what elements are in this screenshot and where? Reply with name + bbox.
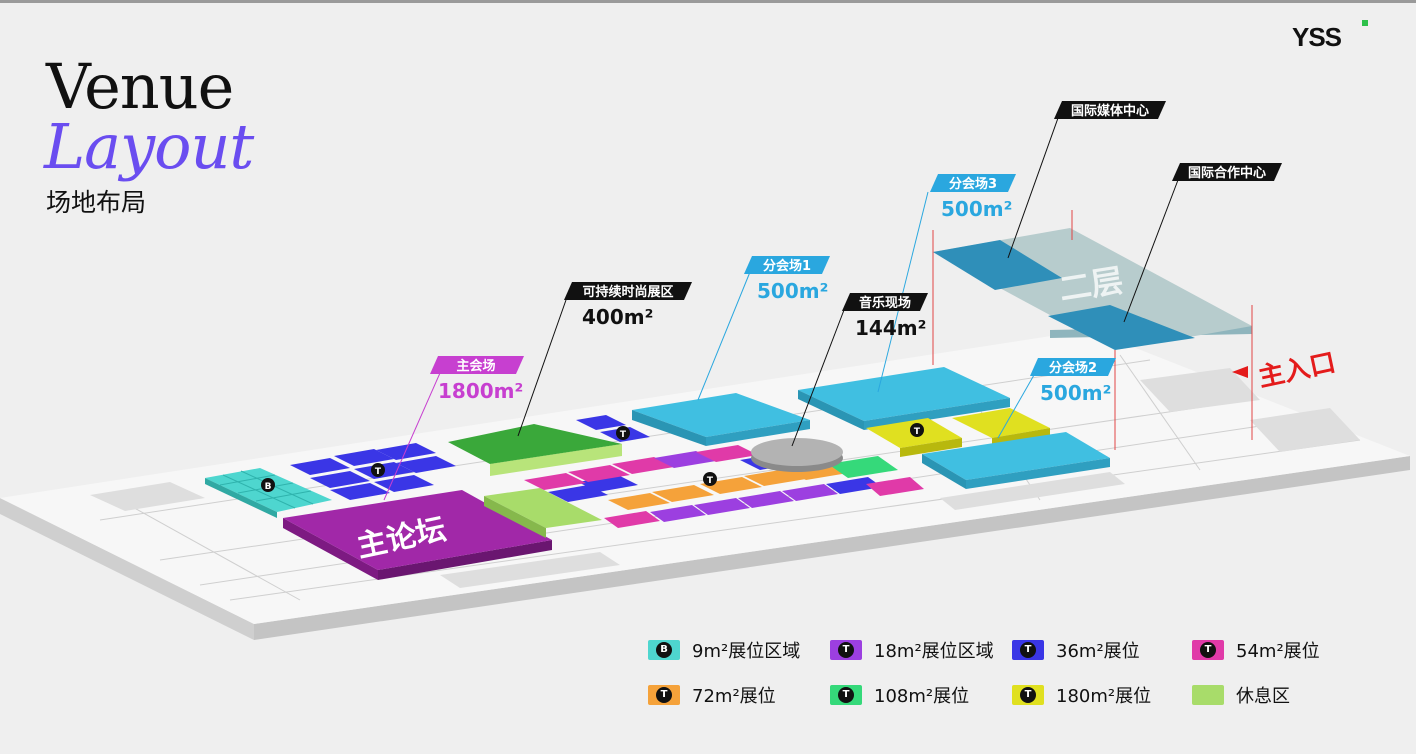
- callout-coop-name: 国际合作中心: [1188, 165, 1266, 181]
- sub-venue-1-front: [632, 410, 706, 446]
- legend-label: 9m²展位区域: [692, 641, 801, 662]
- legend-swatch: T: [1012, 640, 1044, 660]
- rest-area-main: [484, 488, 602, 528]
- callout-leaders: [383, 117, 1179, 501]
- legend-swatch: T: [1012, 685, 1044, 705]
- legend-swatch: B: [648, 640, 680, 660]
- svg-text:T: T: [707, 476, 714, 486]
- callout-music-area: 144m²: [855, 316, 926, 340]
- callout-coop: 国际合作中心: [1172, 163, 1282, 181]
- svg-text:T: T: [375, 467, 382, 477]
- callout-sub2-area: 500m²: [1040, 381, 1111, 405]
- callout-sub3-area: 500m²: [941, 197, 1012, 221]
- legend-item-18m2: T 18m²展位区域: [830, 638, 994, 662]
- second-floor-pillars: [932, 210, 1253, 450]
- main-stage-front: [378, 540, 552, 580]
- callout-main-forum-area: 1800m²: [438, 379, 523, 403]
- sub-venue-1: [632, 393, 810, 437]
- floor-slab-side: [0, 498, 254, 640]
- callout-sub1-area: 500m²: [757, 279, 828, 303]
- legend-label: 18m²展位区域: [874, 641, 994, 662]
- legend-label: 72m²展位: [692, 686, 776, 707]
- media-center-block: [933, 240, 1062, 290]
- entrance-arrow-icon: [1232, 366, 1248, 378]
- sub-venue-2: [922, 432, 1110, 480]
- callout-sub3-name: 分会场3: [949, 176, 997, 192]
- sub-venue-3-front: [864, 398, 1010, 430]
- legend-marker-icon: T: [1020, 687, 1036, 703]
- callout-music-name: 音乐现场: [859, 295, 911, 311]
- top-border: [0, 0, 1416, 3]
- legend-swatch: T: [830, 640, 862, 660]
- legend-marker-icon: T: [656, 687, 672, 703]
- legend-label: 108m²展位: [874, 686, 970, 707]
- svg-text:T: T: [620, 430, 627, 440]
- callout-sub1-name: 分会场1: [763, 258, 811, 274]
- fashion-zone: [448, 424, 622, 464]
- sub-venue-3-side: [798, 390, 864, 430]
- legend-marker-icon: T: [838, 687, 854, 703]
- map-markers: B T T T T: [261, 423, 924, 492]
- callout-fashion: 可持续时尚展区 400m²: [564, 282, 692, 329]
- booth-180m2-a-front: [900, 438, 962, 457]
- legend-marker-icon: T: [838, 642, 854, 658]
- legend-label: 36m²展位: [1056, 641, 1140, 662]
- callout-music: 音乐现场 144m²: [842, 293, 928, 340]
- booth-180m2-b: [952, 408, 1050, 438]
- legend: B 9m²展位区域 T 18m²展位区域 T 36m²展位 T 54m²展位 T…: [648, 636, 1348, 716]
- legend-label: 休息区: [1236, 686, 1290, 707]
- music-stage: [751, 438, 843, 466]
- legend-marker-icon: T: [1200, 642, 1216, 658]
- legend-swatch: T: [830, 685, 862, 705]
- legend-item-9m2: B 9m²展位区域: [648, 638, 800, 662]
- callout-sub3: 分会场3 500m²: [930, 174, 1016, 221]
- legend-swatch: T: [1192, 640, 1224, 660]
- yss-logo: YSS: [1292, 20, 1368, 52]
- coop-center-block: [1048, 305, 1195, 350]
- legend-label: 54m²展位: [1236, 641, 1320, 662]
- legend-label: 180m²展位: [1056, 686, 1152, 707]
- main-stage-side: [283, 518, 378, 580]
- callout-fashion-name: 可持续时尚展区: [582, 284, 673, 300]
- legend-swatch: [1192, 685, 1224, 705]
- entrance-label: 主入口: [1256, 348, 1339, 394]
- legend-swatch: T: [648, 685, 680, 705]
- legend-marker-icon: T: [1020, 642, 1036, 658]
- legend-item-108m2: T 108m²展位: [830, 683, 969, 707]
- sub-venue-1-front2: [706, 420, 810, 446]
- logo-text: YSS: [1292, 22, 1342, 52]
- logo-accent-square: [1362, 20, 1368, 26]
- callout-sub2-name: 分会场2: [1049, 360, 1097, 376]
- title-layout: Layout: [44, 110, 254, 183]
- callout-main-forum-name: 主会场: [456, 358, 495, 374]
- title-venue: Venue: [46, 50, 234, 123]
- callout-sub1: 分会场1 500m²: [744, 256, 830, 303]
- title-subtitle-cn: 场地布局: [46, 188, 147, 217]
- floorplan-rooms: [90, 368, 1360, 588]
- legend-item-36m2: T 36m²展位: [1012, 638, 1140, 662]
- callout-main-forum: 主会场 1800m²: [430, 356, 524, 403]
- legend-item-54m2: T 54m²展位: [1192, 638, 1320, 662]
- sub-venue-3: [798, 367, 1010, 421]
- legend-item-72m2: T 72m²展位: [648, 683, 776, 707]
- callout-fashion-area: 400m²: [582, 305, 653, 329]
- legend-item-180m2: T 180m²展位: [1012, 683, 1151, 707]
- legend-item-rest-area: 休息区: [1192, 683, 1290, 707]
- sub-venue-2-side: [922, 454, 966, 489]
- callout-sub2: 分会场2 500m²: [1030, 358, 1116, 405]
- fashion-rest-strip: [490, 444, 622, 476]
- svg-text:T: T: [914, 427, 921, 437]
- callout-media: 国际媒体中心: [1054, 101, 1166, 119]
- legend-marker-icon: B: [656, 642, 672, 658]
- callout-media-name: 国际媒体中心: [1071, 103, 1149, 119]
- main-stage: [283, 490, 552, 570]
- svg-text:B: B: [265, 482, 272, 492]
- rest-area-main-side: [484, 496, 546, 538]
- sub-venue-2-front: [966, 458, 1110, 489]
- floor-slab-front: [254, 456, 1410, 640]
